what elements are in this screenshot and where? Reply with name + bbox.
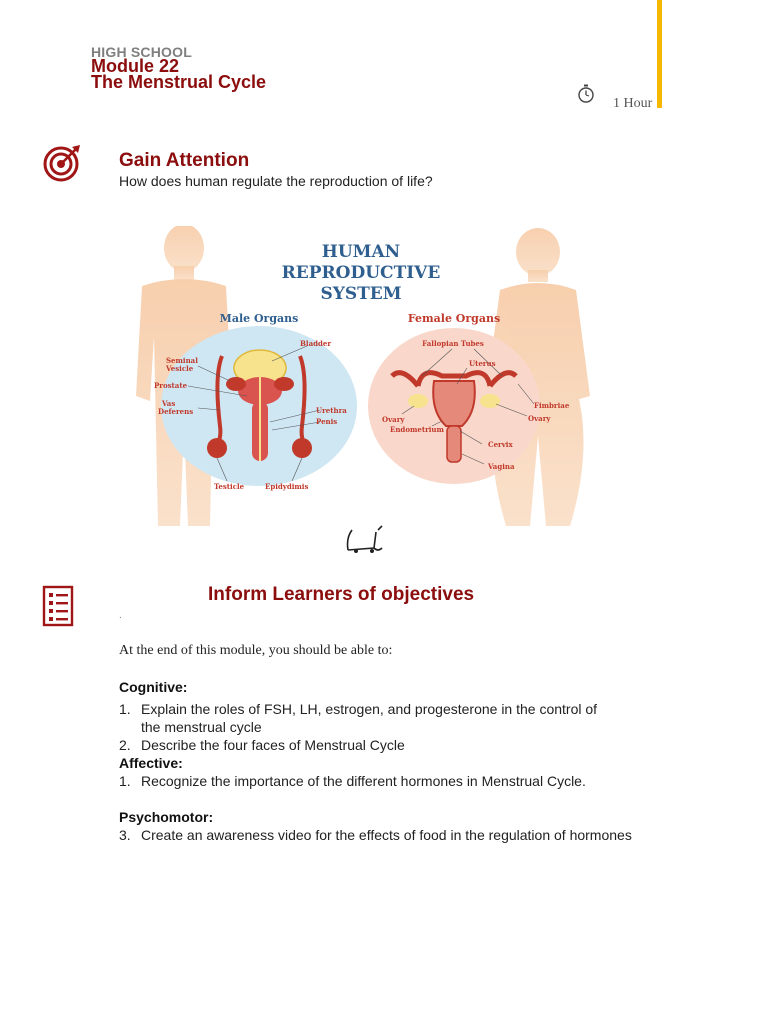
list-text: Explain the roles of FSH, LH, estrogen, …: [141, 701, 598, 717]
list-text: Create an awareness video for the effect…: [141, 827, 632, 843]
label-vas-deferens-1: Vas: [161, 399, 175, 408]
figure-title-line2: REPRODUCTIVE: [282, 263, 441, 283]
label-fallopian-tubes: Fallopian Tubes: [422, 339, 484, 348]
school-label: HIGH SCHOOL: [91, 44, 192, 60]
list-number: 1.: [119, 701, 131, 717]
stray-dot: .: [119, 610, 122, 621]
label-endometrium: Endometrium: [390, 425, 445, 434]
gain-attention-question: How does human regulate the reproduction…: [119, 173, 433, 189]
handwritten-mark: [344, 524, 386, 561]
stopwatch-icon: [577, 84, 595, 109]
list-number: 3.: [119, 827, 131, 843]
label-bladder: Bladder: [300, 339, 331, 348]
label-penis: Penis: [316, 417, 337, 426]
list-text: Describe the four faces of Menstrual Cyc…: [141, 737, 405, 753]
label-vagina: Vagina: [487, 462, 515, 471]
objectives-intro: At the end of this module, you should be…: [119, 643, 393, 658]
target-icon: [42, 143, 82, 188]
label-ovary-right: Ovary: [528, 414, 551, 423]
list-number: 2.: [119, 737, 131, 753]
cognitive-objective-2: 2. Describe the four faces of Menstrual C…: [119, 737, 405, 753]
accent-bar: [657, 0, 662, 108]
label-testicle: Testicle: [214, 482, 245, 491]
list-number: 1.: [119, 773, 131, 789]
gain-attention-title: Gain Attention: [119, 150, 250, 171]
female-organs-heading: Female Organs: [408, 312, 500, 325]
cognitive-label: Cognitive:: [119, 679, 188, 695]
list-text-continued: the menstrual cycle: [141, 719, 262, 735]
page-title: The Menstrual Cycle: [91, 72, 267, 92]
female-organs-drawing: [390, 370, 518, 463]
affective-label: Affective:: [119, 755, 183, 771]
male-organs-drawing: [207, 349, 312, 461]
label-uterus: Uterus: [469, 359, 496, 368]
figure-title-line1: HUMAN: [322, 242, 400, 262]
label-seminal-vesicle-2: Vesicle: [165, 364, 194, 373]
checklist-icon: [42, 585, 76, 632]
label-epidydimis: Epidydimis: [265, 482, 308, 491]
objectives-title: Inform Learners of objectives: [208, 584, 475, 605]
male-organs-heading: Male Organs: [220, 312, 299, 325]
label-fimbriae: Fimbriae: [534, 401, 570, 410]
label-vas-deferens-2: Deferens: [158, 407, 193, 416]
cognitive-objective-1: 1. Explain the roles of FSH, LH, estrogen…: [119, 700, 659, 736]
label-ovary-left: Ovary: [382, 415, 405, 424]
figure-title-line3: SYSTEM: [320, 284, 401, 304]
duration-text: 1 Hour: [613, 96, 653, 111]
label-prostate: Prostate: [154, 381, 188, 390]
module-number: Module 22: [91, 56, 180, 76]
affective-objective-1: 1. Recognize the importance of the differ…: [119, 773, 586, 789]
reproductive-system-illustration: HUMAN REPRODUCTIVE SYSTEM Male Organs Fe…: [122, 224, 596, 535]
label-cervix: Cervix: [488, 440, 513, 449]
psychomotor-label: Psychomotor:: [119, 809, 214, 825]
label-urethra: Urethra: [316, 406, 347, 415]
list-text: Recognize the importance of the differen…: [141, 773, 586, 789]
psychomotor-objective-1: 3. Create an awareness video for the effe…: [119, 827, 632, 843]
label-seminal-vesicle-1: Seminal: [166, 356, 198, 365]
